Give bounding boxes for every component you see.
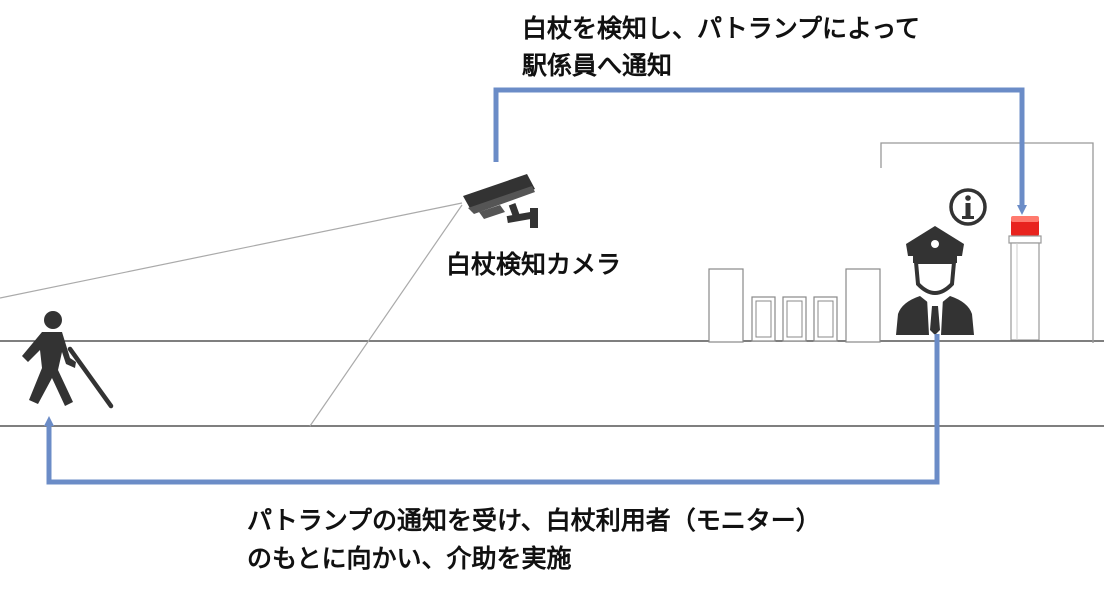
info-icon (949, 188, 987, 226)
white-cane (67, 346, 114, 409)
notify-arrow (493, 87, 1027, 215)
assist-caption-line1: パトランプの通知を受け、白杖利用者（モニター） (247, 506, 821, 535)
station-staff-icon (896, 226, 974, 335)
security-camera-icon (463, 174, 538, 228)
ticket-gate-right (845, 268, 881, 343)
notify-caption-line2: 駅係員へ通知 (522, 51, 673, 80)
assist-arrow (44, 334, 940, 485)
ticket-gates (708, 268, 881, 343)
notify-caption: 白杖を検知し、パトランプによって 駅係員へ通知 (522, 10, 920, 84)
camera-view-line-top (0, 202, 463, 299)
assist-caption-line2: のもとに向かい、介助を実施 (247, 544, 572, 573)
notify-caption-line1: 白杖を検知し、パトランプによって (522, 14, 921, 43)
patrol-lamp-icon (1008, 216, 1042, 341)
ticket-gate-left (708, 268, 744, 343)
camera-label: 白杖検知カメラ (446, 250, 622, 279)
station-office-outline (880, 142, 1094, 343)
assist-caption: パトランプの通知を受け、白杖利用者（モニター） のもとに向かい、介助を実施 (247, 502, 821, 578)
camera-view-line-bottom (309, 204, 463, 427)
person-with-white-cane-icon (22, 311, 114, 409)
